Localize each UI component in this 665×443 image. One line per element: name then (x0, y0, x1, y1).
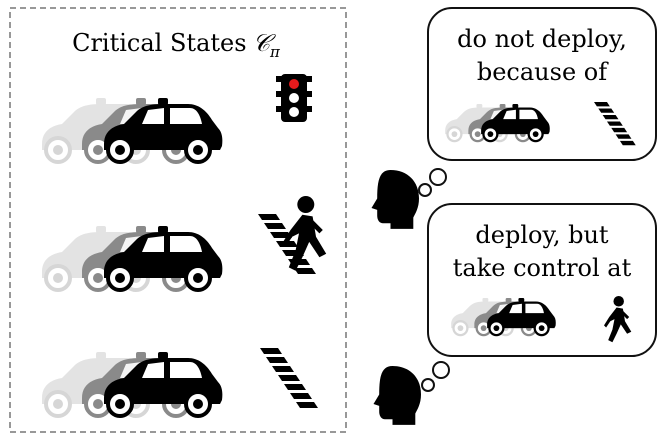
bubble-top-line1: do not deploy, (457, 25, 627, 53)
thought-bubble-icon (421, 361, 450, 392)
car-stack-icon (42, 352, 222, 416)
head-icon (371, 170, 419, 229)
bubble-bottom-line2: take control at (453, 254, 632, 282)
car-stack-icon (42, 98, 222, 162)
pedestrian-crossing-icon (258, 196, 327, 274)
thought-bubble-icon (418, 168, 447, 197)
critical-states-title-text: Critical States (72, 29, 246, 57)
bubble-top-line2: because of (477, 58, 609, 86)
head-icon (373, 366, 421, 425)
critical-states-subscript: π (269, 43, 281, 61)
traffic-light-icon (276, 74, 312, 122)
car-stack-icon (42, 226, 222, 290)
crosswalk-icon (260, 348, 318, 408)
bubble-bottom-line1: deploy, but (475, 221, 609, 249)
